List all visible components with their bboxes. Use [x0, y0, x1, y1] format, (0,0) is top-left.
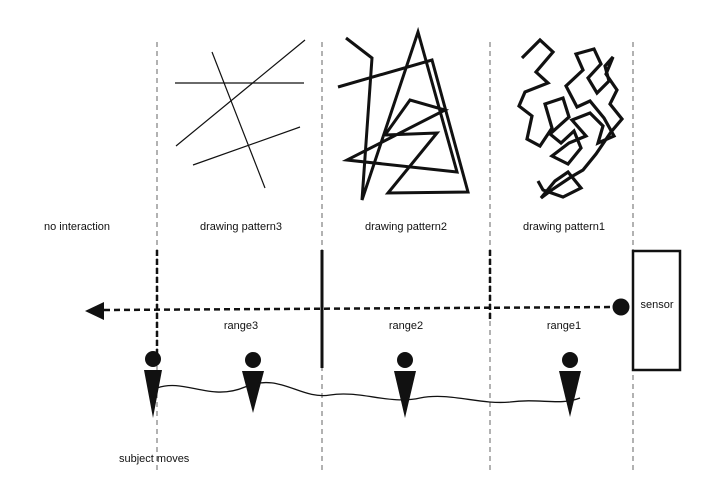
drawing-pattern2-sketch	[337, 26, 470, 201]
sensor-dot-icon	[612, 298, 630, 316]
sensor-range-arrow	[85, 302, 619, 320]
sensor-label: sensor	[640, 299, 674, 311]
sensor-box	[631, 249, 682, 372]
subject-path	[156, 381, 581, 404]
subject-figure	[559, 352, 581, 417]
range-label-range3: range3	[223, 320, 259, 332]
subject-figure	[242, 352, 264, 413]
zone-label-drawing-pattern3: drawing pattern3	[200, 221, 282, 233]
zone-label-no-interaction: no interaction	[44, 221, 111, 233]
range-markers	[155, 250, 492, 368]
zone-boundaries	[156, 42, 634, 470]
subject-moves-label: subject moves	[119, 453, 190, 465]
zone-label-drawing-pattern2: drawing pattern2	[365, 221, 447, 233]
sensor-unit	[612, 249, 682, 372]
range-label-range2: range2	[388, 320, 424, 332]
zone-label-drawing-pattern1: drawing pattern1	[523, 221, 605, 233]
drawing-pattern1-sketch	[517, 37, 625, 200]
subject-figure	[394, 352, 416, 418]
range-label-range1: range1	[546, 320, 582, 332]
subject-figure	[144, 351, 162, 418]
drawing-pattern3-sketch	[175, 39, 306, 189]
arrow-left-icon	[85, 302, 104, 320]
